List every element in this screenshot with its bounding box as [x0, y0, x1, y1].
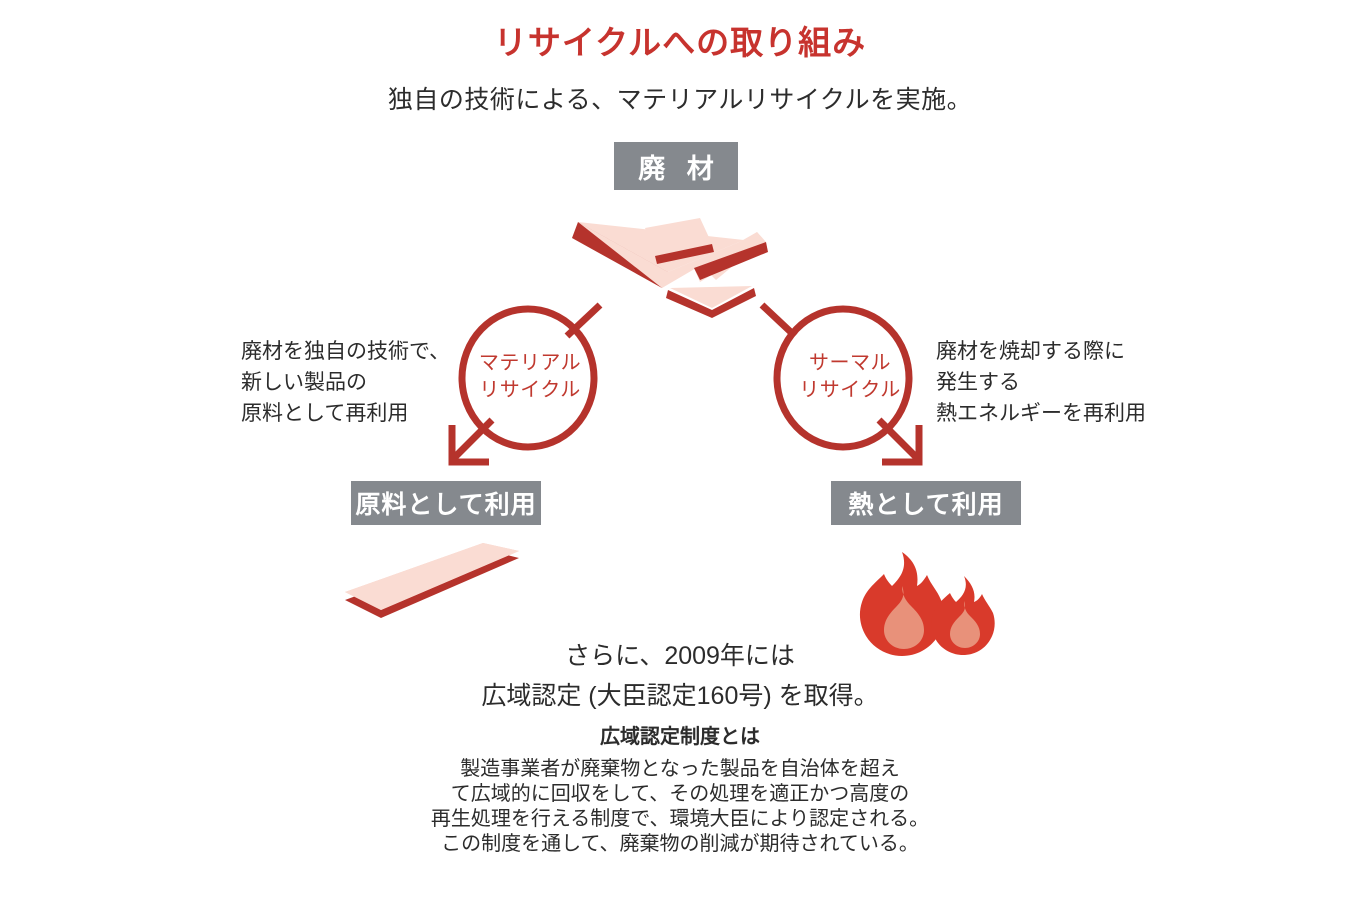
recycled-slab-icon: [345, 543, 519, 618]
page-subtitle: 独自の技術による、マテリアルリサイクルを実施。: [387, 86, 973, 114]
source-box-waste: 廃 材: [614, 142, 738, 190]
circle-label-thermal-recycle: サーマル リサイクル: [799, 352, 901, 401]
result-box-material: 原料として利用: [351, 481, 541, 525]
page-title: リサイクルへの取り組み: [493, 24, 867, 61]
material-branch-connector: [448, 302, 603, 466]
circle-label-material-recycle: マテリアル リサイクル: [478, 352, 582, 401]
description-material-recycle: 廃材を独自の技術で、 新しい製品の 原料として再利用: [241, 340, 451, 425]
thermal-branch-connector: [759, 302, 923, 466]
footnote-heading: 広域認定制度とは: [600, 726, 760, 748]
description-thermal-recycle: 廃材を焼却する際に 発生する 熱エネルギーを再利用: [936, 340, 1146, 425]
waste-fragments-icon: [572, 218, 768, 318]
footnote-body: 製造事業者が廃棄物となった製品を自治体を超え て広域的に回収をして、その処理を適…: [430, 758, 930, 855]
certification-note: さらに、2009年には 広域認定 (大臣認定160号) を取得。: [481, 642, 879, 710]
result-box-thermal: 熱として利用: [831, 481, 1021, 525]
